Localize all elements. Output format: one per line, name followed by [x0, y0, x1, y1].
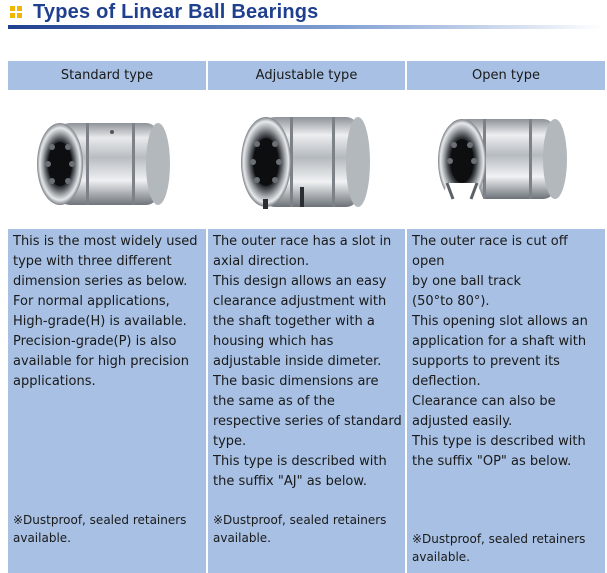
description-line: This design allows an easy clearance adj… [213, 274, 387, 369]
yellow-squares-icon [10, 6, 22, 19]
column-body-adjustable: The outer race has a slot in axial direc… [208, 229, 405, 573]
column-standard-type: Standard type [8, 61, 206, 573]
page-title: Types of Linear Ball Bearings [33, 1, 319, 23]
standard-bearing-image [8, 91, 206, 228]
description-line: by one ball track [412, 274, 522, 289]
description-line: Clearance can also be adjusted easily. [412, 394, 556, 429]
description-standard: This is the most widely used type with t… [13, 232, 203, 392]
standard-linear-bearing-icon [37, 123, 170, 205]
adjustable-linear-bearing-icon [241, 117, 370, 209]
column-header-adjustable: Adjustable type [208, 61, 405, 90]
dustproof-note: ※Dustproof, sealed retainers available. [213, 513, 387, 545]
column-adjustable-type: Adjustable type [208, 61, 405, 573]
column-header-open: Open type [407, 61, 605, 90]
description-adjustable: The outer race has a slot in axial direc… [213, 232, 402, 492]
description-line: The basic dimensions are the same as of … [213, 374, 402, 449]
description-line: This type is described with the suffix "… [412, 434, 586, 469]
description-line: For normal applications, High-grade(H) i… [13, 294, 187, 329]
bearing-types-table: Standard type [8, 61, 605, 573]
description-line: This is the most widely used type with t… [13, 234, 198, 289]
column-body-standard: This is the most widely used type with t… [8, 229, 206, 573]
description-line: The outer race is cut off open [412, 234, 568, 269]
description-line: This opening slot allows an application … [412, 314, 588, 389]
description-open: The outer race is cut off open by one ba… [412, 232, 602, 472]
dustproof-note: ※Dustproof, sealed retainers available. [412, 532, 586, 564]
adjustable-bearing-image [208, 91, 405, 228]
section-header: Types of Linear Ball Bearings [0, 0, 607, 30]
description-line: Precision-grade(P) is also available for… [13, 334, 189, 389]
description-line: The outer race has a slot in axial direc… [213, 234, 392, 269]
description-line: (50°to 80°). [412, 294, 490, 309]
column-body-open: The outer race is cut off open by one ba… [407, 229, 605, 573]
description-line: This type is described with the suffix "… [213, 454, 387, 489]
column-header-standard: Standard type [8, 61, 206, 90]
open-linear-bearing-icon [438, 119, 567, 203]
open-bearing-image [407, 91, 605, 228]
column-open-type: Open type [407, 61, 605, 573]
header-underline [8, 25, 604, 29]
dustproof-note: ※Dustproof, sealed retainers available. [13, 513, 187, 545]
